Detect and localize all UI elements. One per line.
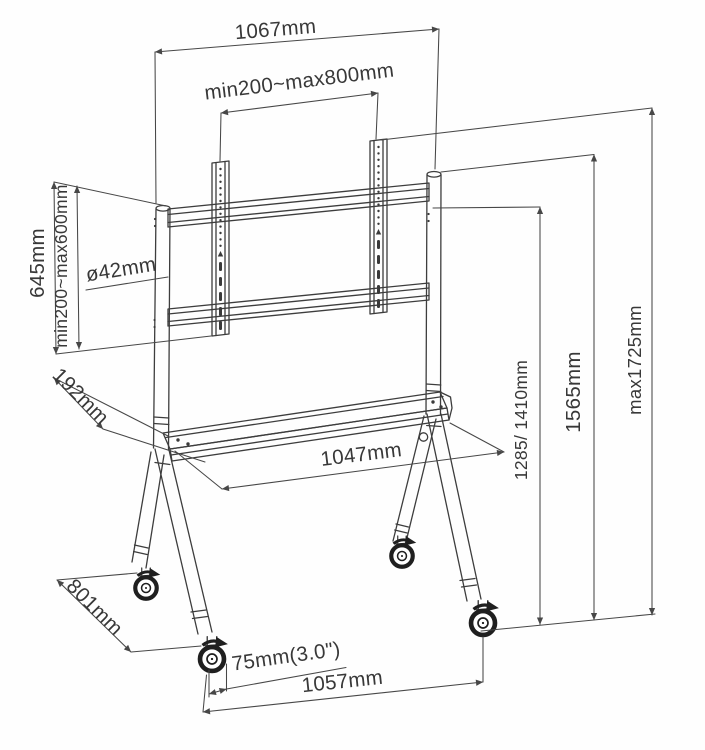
upper-rail (167, 182, 430, 228)
dim-label-base-depth: 801mm (62, 575, 128, 641)
shelf (162, 391, 453, 462)
dim-label-vesa-height: min200~max600mm (51, 184, 71, 348)
dim-width-top: 1067mm (154, 15, 440, 204)
left-front-leg (154, 448, 213, 635)
caster-right-rear (391, 536, 416, 567)
dim-label-screen-heights: 1285/ 1410mm (511, 360, 531, 480)
ground-reference-line (480, 613, 656, 632)
right-rear-leg (392, 415, 442, 547)
dim-base-width: 1057mm (202, 636, 484, 715)
vesa-holes (375, 145, 382, 308)
dim-label-vesa-width: min200~max800mm (203, 59, 395, 105)
dim-label-shelf-depth: 192mm (48, 364, 114, 430)
dim-label-caster-diameter: 75mm(3.0") (230, 638, 342, 676)
dim-vesa-width: min200~max800mm (203, 59, 395, 162)
caster-left-front (200, 637, 228, 671)
dimensions: 1067mm min200~max800mm 645mm min200~max6… (26, 15, 656, 715)
left-pole (152, 204, 171, 451)
caster-left-rear (135, 568, 160, 599)
vesa-holes (217, 167, 224, 330)
dim-label-shelf-width: 1047mm (319, 438, 403, 471)
stand-structure (131, 138, 499, 671)
dim-label-bracket-height: 645mm (26, 228, 49, 298)
dim-label-max-height: max1725mm (624, 305, 645, 415)
lower-rail (167, 282, 430, 327)
dim-column-height: 1565mm (440, 153, 598, 621)
right-front-leg (426, 413, 482, 602)
left-vesa-bracket (211, 160, 230, 337)
dim-label-column-height: 1565mm (562, 351, 585, 433)
left-rear-leg (131, 451, 171, 569)
right-pole (425, 170, 442, 416)
dim-base-depth: 801mm (56, 572, 202, 653)
dim-label-pole-diameter: ø42mm (84, 253, 158, 287)
dim-max-height: max1725mm (380, 107, 656, 616)
dim-bracket-height: 645mm min200~max600mm (26, 181, 212, 355)
dim-screen-heights: 1285/ 1410mm (432, 206, 544, 626)
dim-label-base-width: 1057mm (301, 666, 385, 697)
